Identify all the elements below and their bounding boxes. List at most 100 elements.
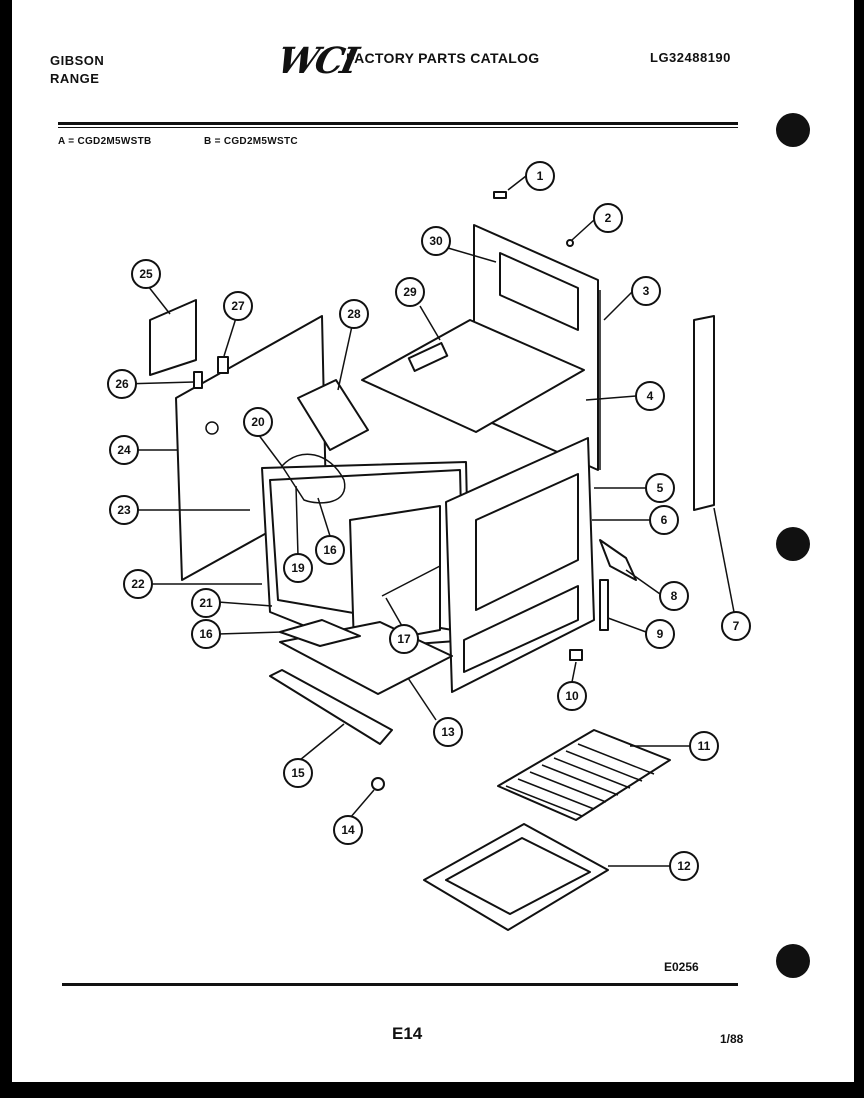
revision-date: 1/88 xyxy=(720,1032,744,1046)
svg-text:11: 11 xyxy=(698,739,711,753)
part-20-burner xyxy=(281,453,346,504)
callout-19: 19 xyxy=(283,553,313,583)
callout-17: 17 xyxy=(389,624,419,654)
svg-text:15: 15 xyxy=(291,766,305,780)
binder-hole-bottom xyxy=(776,944,810,978)
rack-wires xyxy=(505,743,655,817)
part-7-side-trim xyxy=(693,315,715,511)
page-number: E14 xyxy=(392,1024,423,1043)
svg-text:14: 14 xyxy=(341,823,355,837)
svg-text:25: 25 xyxy=(139,267,153,281)
svg-text:3: 3 xyxy=(643,284,650,298)
callout-11: 11 xyxy=(689,731,719,761)
svg-text:1: 1 xyxy=(537,169,544,183)
part-26-spring xyxy=(193,371,203,389)
callout-23: 23 xyxy=(109,495,139,525)
svg-text:19: 19 xyxy=(291,561,305,575)
svg-text:17: 17 xyxy=(397,632,411,646)
svg-text:13: 13 xyxy=(441,725,455,739)
svg-text:4: 4 xyxy=(647,389,654,403)
callout-5: 5 xyxy=(645,473,675,503)
svg-text:26: 26 xyxy=(115,377,129,391)
brand-name: GIBSON xyxy=(50,53,105,68)
part-2-screw xyxy=(566,239,574,247)
binder-hole-top xyxy=(776,113,810,147)
svg-text:22: 22 xyxy=(131,577,145,591)
svg-text:23: 23 xyxy=(117,503,131,517)
callout-10: 10 xyxy=(557,681,587,711)
part-1-screw xyxy=(493,191,507,199)
binder-hole-middle xyxy=(776,527,810,561)
callout-29: 29 xyxy=(395,277,425,307)
door-window xyxy=(475,473,579,611)
svg-text:24: 24 xyxy=(117,443,131,457)
svg-text:29: 29 xyxy=(403,285,417,299)
callout-25: 25 xyxy=(131,259,161,289)
svg-text:12: 12 xyxy=(677,859,691,873)
callout-26: 26 xyxy=(107,369,137,399)
svg-text:30: 30 xyxy=(429,234,443,248)
back-panel-opening xyxy=(499,252,579,331)
part-29-oven-top xyxy=(361,319,585,433)
svg-text:8: 8 xyxy=(671,589,678,603)
part-28-duct xyxy=(297,379,369,451)
svg-text:21: 21 xyxy=(199,596,213,610)
callout-20: 20 xyxy=(243,407,273,437)
callout-2: 2 xyxy=(593,203,623,233)
oven-cavity-opening xyxy=(349,505,441,647)
product-type: RANGE xyxy=(50,71,100,86)
door-lower-panel xyxy=(463,585,579,673)
callout-13: 13 xyxy=(433,717,463,747)
top-vent xyxy=(407,342,449,372)
callout-15: 15 xyxy=(283,758,313,788)
catalog-title: FACTORY PARTS CATALOG xyxy=(346,50,540,66)
callout-4: 4 xyxy=(635,381,665,411)
header-rule xyxy=(58,122,738,125)
svg-text:27: 27 xyxy=(231,299,245,313)
part-10-clip xyxy=(569,649,583,661)
callout-30: 30 xyxy=(421,226,451,256)
svg-text:6: 6 xyxy=(661,513,668,527)
svg-text:16: 16 xyxy=(323,543,337,557)
part-17-rod xyxy=(381,565,441,597)
svg-text:28: 28 xyxy=(347,307,361,321)
catalog-number: LG32488190 xyxy=(650,50,731,65)
side-panel-hole xyxy=(205,421,219,435)
callout-8: 8 xyxy=(659,581,689,611)
svg-text:10: 10 xyxy=(565,689,579,703)
part-27-clip xyxy=(217,356,229,374)
svg-text:5: 5 xyxy=(657,481,664,495)
svg-text:20: 20 xyxy=(251,415,265,429)
callout-16-left: 16 xyxy=(191,619,221,649)
callout-1: 1 xyxy=(525,161,555,191)
model-b: B = CGD2M5WSTC xyxy=(204,136,298,147)
part-14-leveling-leg xyxy=(371,777,385,791)
callout-12: 12 xyxy=(669,851,699,881)
svg-text:2: 2 xyxy=(605,211,612,225)
callout-3: 3 xyxy=(631,276,661,306)
callout-16-right: 16 xyxy=(315,535,345,565)
callout-22: 22 xyxy=(123,569,153,599)
part-9-hinge-receiver xyxy=(599,579,609,631)
part-16-pad xyxy=(279,619,361,647)
brand-block: GIBSON RANGE xyxy=(50,52,104,88)
part-25-bracket xyxy=(149,299,197,376)
svg-text:9: 9 xyxy=(657,627,664,641)
svg-text:7: 7 xyxy=(733,619,740,633)
part-11-oven-rack xyxy=(497,729,671,821)
callout-21: 21 xyxy=(191,588,221,618)
callout-9: 9 xyxy=(645,619,675,649)
callout-28: 28 xyxy=(339,299,369,329)
part-15-kick-plate xyxy=(269,669,393,745)
callout-14: 14 xyxy=(333,815,363,845)
svg-text:16: 16 xyxy=(199,627,213,641)
callout-7: 7 xyxy=(721,611,751,641)
broiler-pan-inner xyxy=(445,837,591,915)
diagram-code: E0256 xyxy=(664,960,699,974)
callout-27: 27 xyxy=(223,291,253,321)
callout-24: 24 xyxy=(109,435,139,465)
model-a: A = CGD2M5WSTB xyxy=(58,136,152,147)
header-rule-thin xyxy=(58,127,738,128)
callout-6: 6 xyxy=(649,505,679,535)
